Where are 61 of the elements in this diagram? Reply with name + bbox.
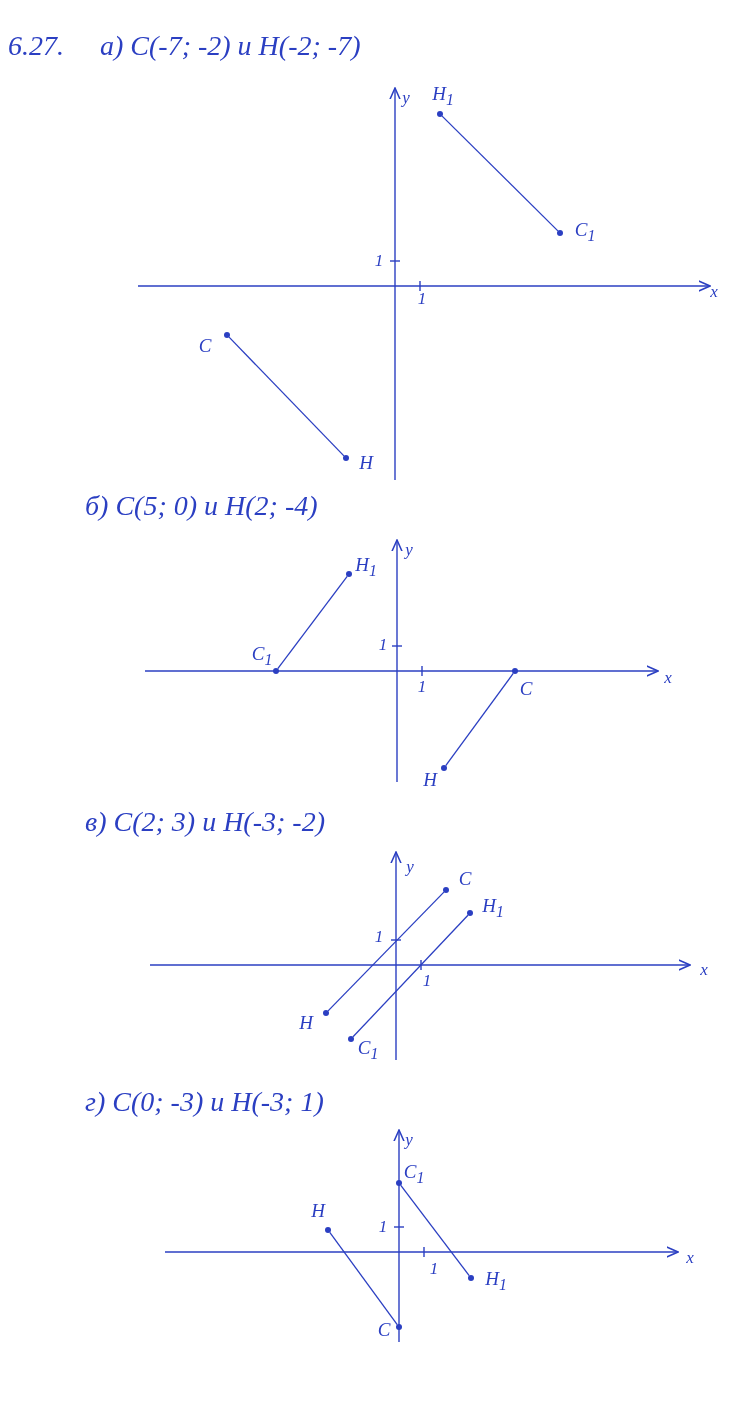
axis-label: 1 [429,1259,439,1277]
point-label: C [198,335,212,355]
axis-label: 1 [417,289,427,307]
axis-label: x [664,668,672,686]
point-label: C$_{1}$ [251,644,273,668]
point-label: C$_{1}$ [403,1162,425,1186]
point-dot [437,111,443,117]
axis-label: 1 [374,251,384,269]
point-dot [468,1275,474,1281]
line-segment [327,891,445,1012]
point-label: H$_{1}$ [485,1269,507,1293]
point-label: C$_{1}$ [357,1038,379,1062]
axis-label: y [406,857,414,875]
axis-label: 1 [417,677,427,695]
point-label: H$_{1}$ [482,896,504,920]
axis-label: 1 [422,971,432,989]
point-label: H$_{1}$ [355,555,377,579]
axis-label: y [405,540,413,558]
point-dot [396,1180,402,1186]
point-label: H [359,452,373,472]
point-label: C [458,868,472,888]
point-dot [467,910,473,916]
point-dot [441,765,447,771]
point-label: C [377,1319,391,1339]
problem-number: 6.27. [8,32,64,60]
point-dot [273,668,279,674]
point-dot [346,571,352,577]
point-label: H [311,1200,325,1220]
point-dot [323,1010,329,1016]
line-segment [329,1231,398,1326]
line-segment [352,914,469,1038]
line-segment [400,1184,470,1277]
point-dot [443,887,449,893]
point-dot [512,668,518,674]
point-dot [557,230,563,236]
part-heading: б) C(5; 0) и H(2; -4) [85,492,318,520]
point-label: H [299,1012,313,1032]
point-dot [343,455,349,461]
point-label: C$_{1}$ [574,220,596,244]
point-dot [396,1324,402,1330]
axis-label: x [700,960,708,978]
axis-label: 1 [378,635,388,653]
axis-label: y [405,1130,413,1148]
axis-label: x [686,1248,694,1266]
part-heading: а) C(-7; -2) и H(-2; -7) [100,32,361,60]
point-dot [348,1036,354,1042]
axis-label: y [402,88,410,106]
line-segment [445,672,514,767]
point-label: H [423,769,437,789]
line-segment [277,575,348,670]
part-heading: г) C(0; -3) и H(-3; 1) [85,1088,324,1116]
line-segment [441,115,559,232]
axis-label: 1 [378,1217,388,1235]
axis-label: 1 [374,927,384,945]
part-heading: в) C(2; 3) и H(-3; -2) [85,808,325,836]
axis-label: x [710,282,718,300]
point-dot [325,1227,331,1233]
point-label: C [519,678,533,698]
point-label: H$_{1}$ [432,84,454,108]
point-dot [224,332,230,338]
line-segment [228,336,345,457]
